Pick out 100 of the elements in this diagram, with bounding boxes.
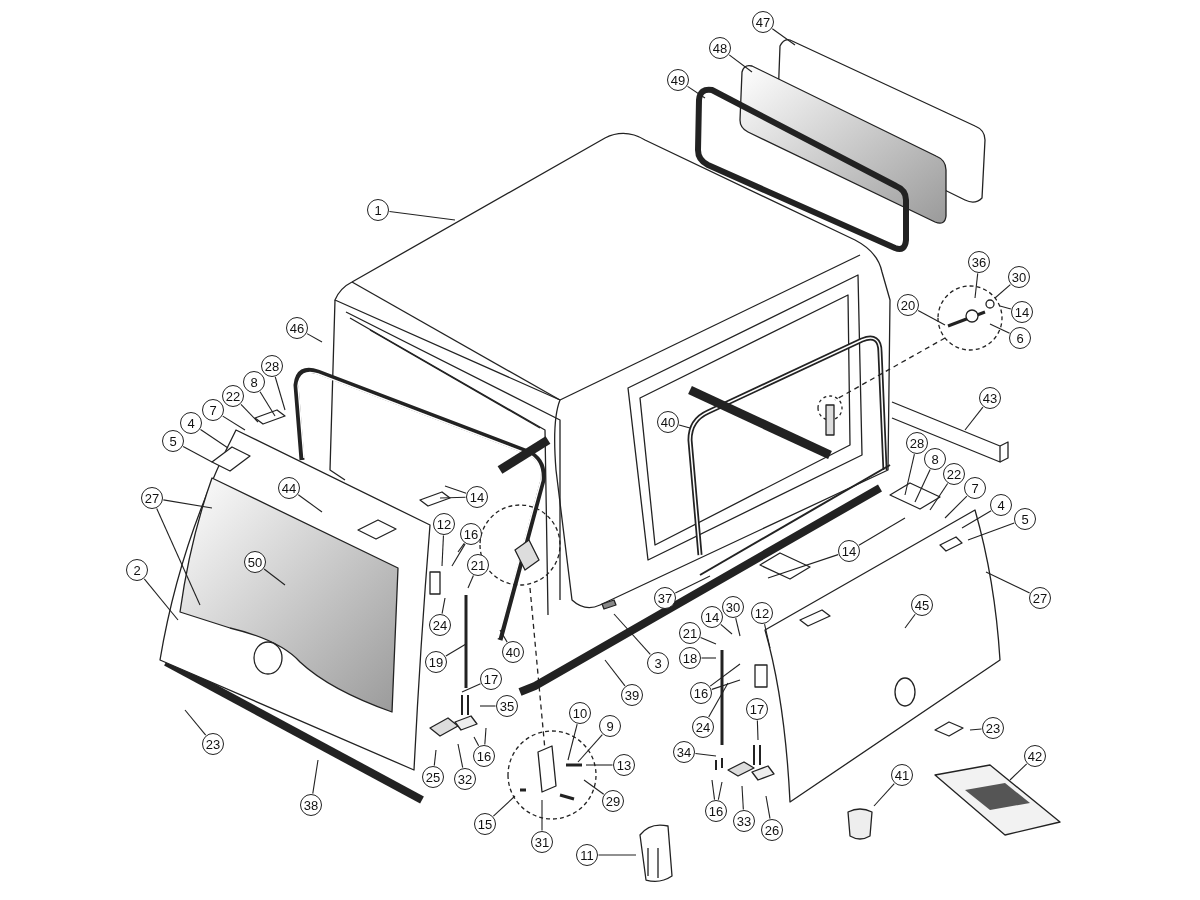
callout-number: 19 bbox=[425, 651, 447, 673]
leader-line bbox=[604, 659, 626, 687]
leader-line bbox=[613, 613, 651, 655]
callout-number: 10 bbox=[569, 702, 591, 724]
callout-number: 27 bbox=[1029, 587, 1051, 609]
callout-number: 1 bbox=[367, 199, 389, 221]
leader-line bbox=[444, 485, 467, 494]
callout-number: 36 bbox=[968, 251, 990, 273]
leader-line bbox=[479, 705, 497, 707]
callout-number: 22 bbox=[222, 385, 244, 407]
callout-number: 4 bbox=[990, 494, 1012, 516]
callout-number: 34 bbox=[673, 741, 695, 763]
leader-line bbox=[904, 453, 915, 496]
leader-line bbox=[904, 613, 916, 629]
callout-number: 24 bbox=[692, 716, 714, 738]
leader-line bbox=[585, 764, 614, 766]
leader-line bbox=[433, 749, 437, 767]
leader-line bbox=[709, 663, 741, 687]
leader-line bbox=[961, 510, 992, 529]
leader-line bbox=[457, 743, 464, 769]
leader-line bbox=[240, 403, 259, 423]
callout-number: 3 bbox=[647, 652, 669, 674]
leader-line bbox=[711, 679, 741, 690]
leader-line bbox=[200, 428, 229, 449]
callout-number: 14 bbox=[701, 606, 723, 628]
callout-number: 7 bbox=[202, 399, 224, 421]
leader-line bbox=[756, 719, 759, 741]
leader-line bbox=[771, 28, 796, 46]
callout-number: 22 bbox=[943, 463, 965, 485]
leader-line bbox=[439, 496, 467, 499]
callout-number: 15 bbox=[474, 813, 496, 835]
leader-line bbox=[720, 623, 733, 635]
leader-line bbox=[708, 682, 729, 718]
callout-number: 29 bbox=[602, 790, 624, 812]
callout-number: 8 bbox=[243, 371, 265, 393]
callout-number: 39 bbox=[621, 684, 643, 706]
leader-line bbox=[974, 272, 979, 299]
callout-number: 26 bbox=[761, 819, 783, 841]
callout-number: 23 bbox=[202, 733, 224, 755]
leader-line bbox=[994, 284, 1011, 299]
callout-number: 40 bbox=[502, 641, 524, 663]
callout-number: 5 bbox=[162, 430, 184, 452]
callout-number: 4 bbox=[180, 412, 202, 434]
leader-line bbox=[969, 728, 983, 731]
callout-number: 6 bbox=[1009, 327, 1031, 349]
callout-number: 14 bbox=[1011, 301, 1033, 323]
leader-line bbox=[156, 507, 201, 606]
callout-number: 21 bbox=[467, 554, 489, 576]
callout-number: 28 bbox=[261, 355, 283, 377]
leader-line bbox=[694, 752, 717, 757]
leader-line bbox=[597, 854, 637, 856]
callout-number: 30 bbox=[1008, 266, 1030, 288]
leader-line bbox=[441, 534, 444, 567]
callout-number: 16 bbox=[690, 682, 712, 704]
callout-number: 21 bbox=[679, 622, 701, 644]
leader-line bbox=[467, 575, 474, 589]
callout-number: 8 bbox=[924, 448, 946, 470]
leader-line bbox=[999, 305, 1012, 310]
leader-line bbox=[499, 629, 508, 643]
leader-line bbox=[767, 554, 839, 579]
leader-line bbox=[451, 543, 466, 567]
leader-line bbox=[577, 734, 603, 763]
leader-line bbox=[388, 210, 456, 221]
callout-number: 23 bbox=[982, 717, 1004, 739]
leader-line bbox=[492, 795, 516, 817]
leader-line bbox=[917, 309, 946, 326]
callout-number: 47 bbox=[752, 11, 774, 33]
callout-number: 43 bbox=[979, 387, 1001, 409]
callout-number: 25 bbox=[422, 766, 444, 788]
leader-line bbox=[143, 578, 179, 621]
leader-line bbox=[678, 424, 691, 429]
leader-line bbox=[1009, 763, 1028, 781]
callout-number: 41 bbox=[891, 764, 913, 786]
leader-line bbox=[182, 445, 213, 463]
leader-line bbox=[717, 781, 723, 801]
leader-line bbox=[441, 597, 446, 615]
callout-number: 2 bbox=[126, 559, 148, 581]
leader-line bbox=[687, 85, 706, 99]
callout-number: 31 bbox=[531, 831, 553, 853]
callout-number: 20 bbox=[897, 294, 919, 316]
leader-line bbox=[222, 415, 246, 431]
callout-number: 12 bbox=[433, 513, 455, 535]
callout-number: 27 bbox=[141, 487, 163, 509]
leader-line bbox=[445, 643, 467, 657]
callout-number: 33 bbox=[733, 810, 755, 832]
leader-line bbox=[583, 779, 605, 795]
leader-line bbox=[674, 575, 711, 594]
leader-line bbox=[700, 636, 717, 645]
leader-line bbox=[711, 779, 716, 801]
leader-line bbox=[967, 522, 1015, 541]
callout-number: 17 bbox=[746, 698, 768, 720]
leader-line bbox=[259, 391, 276, 417]
leader-line bbox=[461, 683, 482, 693]
callout-number: 37 bbox=[654, 587, 676, 609]
callout-number: 11 bbox=[576, 844, 598, 866]
leader-line bbox=[162, 499, 213, 509]
callout-number: 28 bbox=[906, 432, 928, 454]
callout-number: 32 bbox=[454, 768, 476, 790]
callout-number: 24 bbox=[429, 614, 451, 636]
leader-line bbox=[700, 657, 717, 659]
